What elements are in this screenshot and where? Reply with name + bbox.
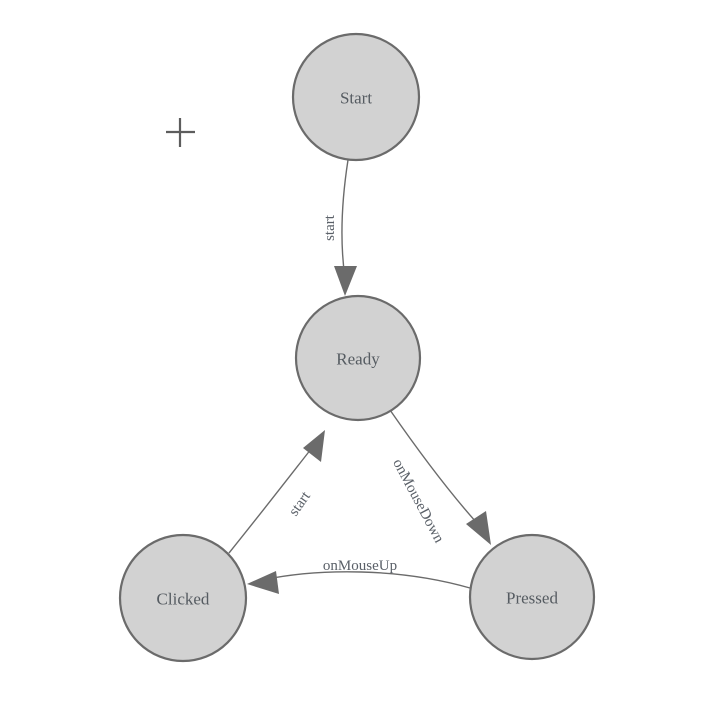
node-circle-ready xyxy=(294,294,422,422)
edge-ready-to-pressed[interactable]: onMouseDown xyxy=(389,409,491,546)
node-label-pressed: Pressed xyxy=(506,589,558,608)
arrowhead-clicked-to-ready xyxy=(303,430,325,462)
node-label-ready: Ready xyxy=(336,350,380,369)
node-ready[interactable]: Ready xyxy=(294,294,422,422)
node-circle-start xyxy=(291,32,421,162)
edge-label-clicked-to-ready: start xyxy=(286,488,314,519)
edge-clicked-to-ready[interactable]: start xyxy=(228,430,325,554)
node-pressed[interactable]: Pressed xyxy=(468,533,596,661)
edge-label-start-to-ready: start xyxy=(322,214,338,241)
arrowhead-pressed-to-clicked xyxy=(247,571,279,594)
arrowhead-ready-to-pressed xyxy=(466,511,491,545)
node-label-clicked: Clicked xyxy=(157,590,210,609)
node-clicked[interactable]: Clicked xyxy=(118,533,248,663)
node-start[interactable]: Start xyxy=(291,32,421,162)
edge-pressed-to-clicked[interactable]: onMouseUp xyxy=(247,558,471,594)
node-circle-pressed xyxy=(468,533,596,661)
edge-path-pressed-to-clicked xyxy=(261,571,471,589)
crosshair-icon xyxy=(166,118,195,147)
node-circle-clicked xyxy=(118,533,248,663)
arrowhead-start-to-ready xyxy=(334,266,357,296)
edge-path-start-to-ready xyxy=(341,159,349,279)
edge-label-pressed-to-clicked: onMouseUp xyxy=(323,558,397,574)
node-label-start: Start xyxy=(340,89,372,108)
edge-label-ready-to-pressed: onMouseDown xyxy=(389,456,447,546)
edge-start-to-ready[interactable]: start xyxy=(322,159,357,296)
edge-path-clicked-to-ready xyxy=(228,443,316,554)
